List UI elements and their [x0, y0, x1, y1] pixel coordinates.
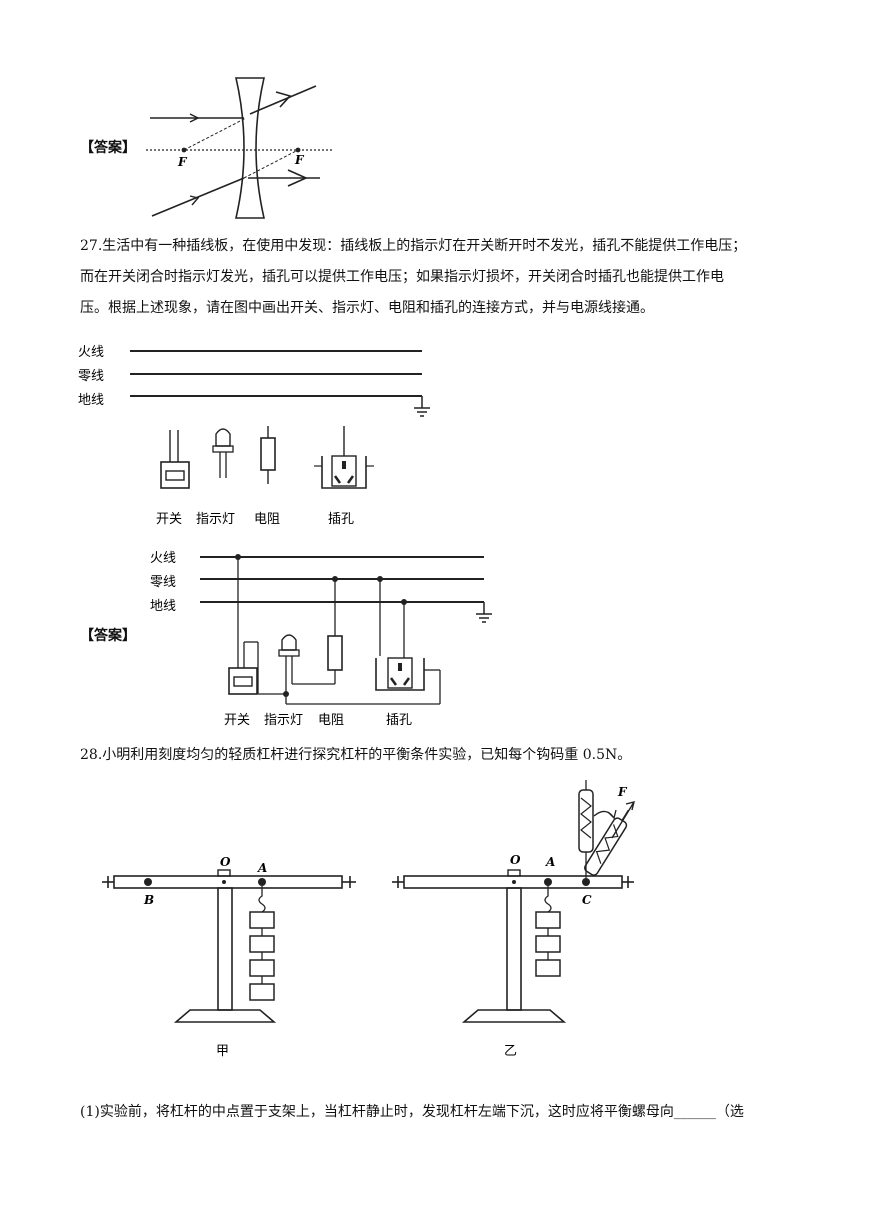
concave-lens-diagram: F F — [146, 77, 332, 219]
answer-indicator-lamp-icon — [278, 634, 300, 694]
lever-b-label-o: O — [510, 853, 521, 867]
q27-line3: 压。根据上述现象，请在图中画出开关、指示灯、电阻和插孔的连接方式，并与电源线接通… — [80, 300, 654, 316]
lever-figure-b: O A C F 乙 — [392, 780, 635, 1059]
answer-indicator-lamp-label: 指示灯 — [264, 713, 303, 728]
switch-icon — [160, 430, 190, 489]
answer-ground-wire-label: 地线 — [150, 599, 176, 614]
answer-socket-label: 插孔 — [386, 713, 412, 728]
lever-a-label-b: B — [143, 893, 154, 907]
power-strip-question-figure: 火线 零线 地线 开关 指示灯 电阻 — [78, 345, 430, 527]
spring-scale-vertical-icon — [578, 780, 594, 878]
neutral-wire-label: 零线 — [78, 369, 104, 384]
lever-b-caption: 乙 — [504, 1044, 517, 1059]
focal-right-label: F — [294, 153, 305, 167]
lever-b-label-c: C — [582, 893, 592, 907]
indicator-lamp-label: 指示灯 — [196, 512, 235, 527]
answer-socket-icon — [375, 657, 425, 691]
resistor-icon — [260, 426, 276, 484]
switch-label: 开关 — [156, 512, 182, 527]
lever-a-label-o: O — [220, 855, 231, 869]
q26-answer-tag: 【答案】 — [80, 140, 136, 156]
ground-wire-label: 地线 — [78, 393, 104, 408]
concave-lens — [234, 77, 266, 219]
answer-neutral-wire-label: 零线 — [150, 575, 176, 590]
indicator-lamp-icon — [212, 428, 234, 478]
q28-line1: 28.小明利用刻度均匀的轻质杠杆进行探究杠杆的平衡条件实验，已知每个钩码重 0.… — [80, 747, 632, 763]
answer-resistor-label: 电阻 — [318, 713, 344, 728]
focal-left-label: F — [177, 155, 188, 169]
answer-switch-label: 开关 — [224, 713, 250, 728]
live-wire-label: 火线 — [78, 345, 104, 360]
lever-b-label-a: A — [545, 855, 555, 869]
q28-sub1: (1)实验前，将杠杆的中点置于支架上，当杠杆静止时，发现杠杆左端下沉，这时应将平… — [80, 1104, 744, 1120]
answer-live-wire-label: 火线 — [150, 551, 176, 566]
answer-ground-symbol-icon — [476, 602, 492, 623]
q27-line1: 27.生活中有一种插线板，在使用中发现：插线板上的指示灯在开关断开时不发光，插孔… — [80, 238, 747, 254]
socket-label: 插孔 — [328, 512, 354, 527]
answer-switch-icon — [228, 667, 258, 695]
lever-a-caption: 甲 — [216, 1044, 229, 1059]
lever-b-label-f: F — [617, 785, 628, 799]
q27-answer-tag: 【答案】 — [80, 628, 136, 644]
spring-scale-tilted-icon — [584, 809, 629, 876]
answer-resistor-icon — [327, 635, 343, 671]
power-strip-answer-figure: 火线 零线 地线 开关 指示灯 电 — [150, 551, 492, 728]
q27-line2: 而在开关闭合时指示灯发光，插孔可以提供工作电压；如果指示灯损坏，开关闭合时插孔也… — [80, 269, 724, 285]
lever-figure-a: O A B 甲 — [102, 855, 356, 1059]
lever-a-label-a: A — [257, 861, 267, 875]
resistor-label: 电阻 — [254, 512, 280, 527]
socket-icon — [314, 426, 374, 489]
ground-symbol-icon — [414, 396, 430, 417]
